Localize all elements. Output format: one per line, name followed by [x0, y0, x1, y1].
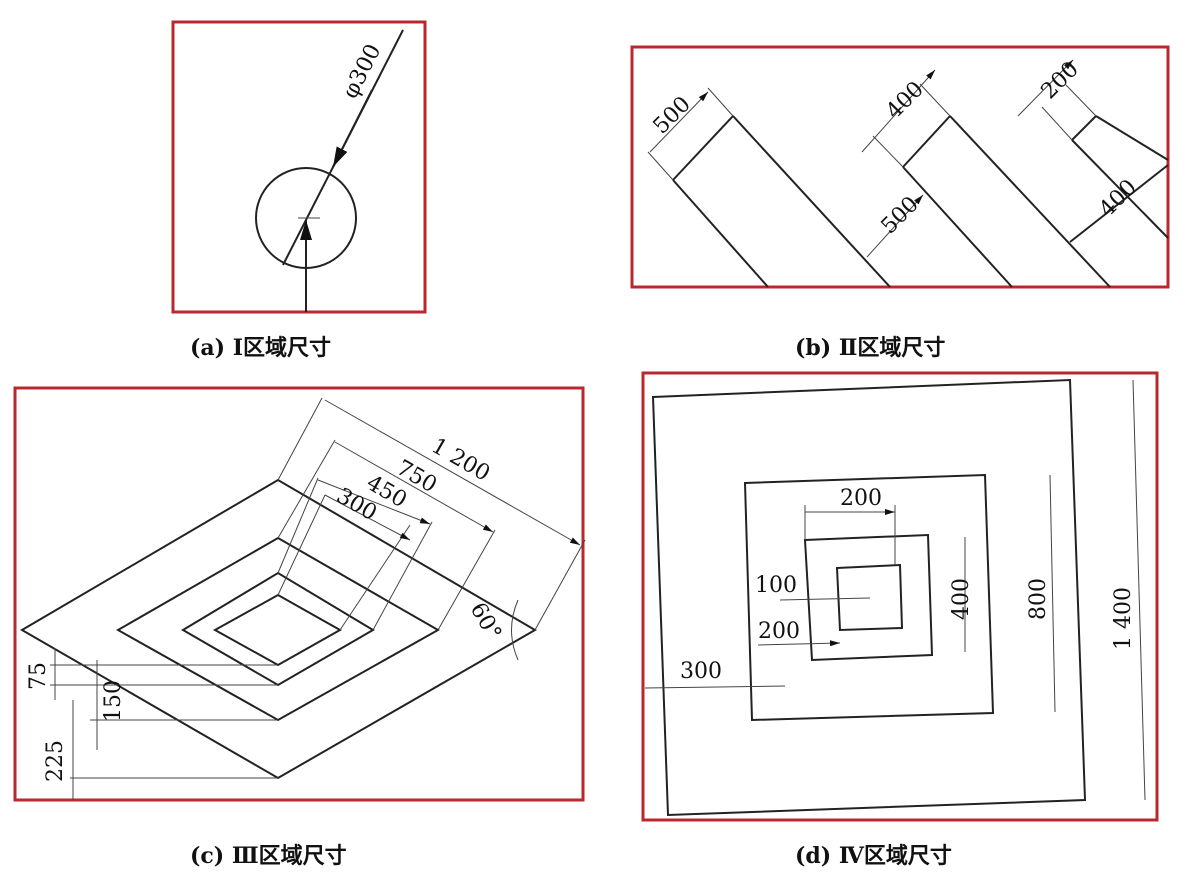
dim-b-400-bottom: 400 — [1095, 175, 1142, 222]
dim-d-200-top: 200 — [840, 486, 882, 511]
rhombus-300 — [212, 593, 343, 667]
panel-c: 1 200 750 450 300 60° 75 150 225 — [13, 386, 586, 802]
square-200 — [835, 563, 904, 632]
caption-a: (a) Ⅰ区域尺寸 — [190, 335, 332, 361]
dim-d-200-left: 200 — [758, 619, 800, 644]
panel-d: 200 100 200 300 400 800 1 400 — [641, 371, 1159, 822]
panel-c-frame — [13, 386, 585, 802]
dim-c-75: 75 — [26, 662, 51, 690]
dim-b-400-top: 400 — [882, 77, 929, 124]
angle-arc — [511, 599, 519, 661]
caption-b: (b) Ⅱ区域尺寸 — [795, 335, 946, 361]
rhombus-450 — [181, 571, 375, 687]
dim-d-100: 100 — [755, 573, 797, 598]
dim-c-angle: 60° — [465, 599, 506, 645]
panel-a-frame — [171, 20, 427, 314]
square-400 — [803, 533, 934, 662]
panel-a: φ300 — [171, 20, 427, 314]
panel-b: 500 400 500 200 400 — [630, 45, 1170, 289]
dim-d-400: 400 — [949, 578, 974, 620]
dim-d-300: 300 — [680, 659, 722, 684]
rhombus-750 — [115, 536, 441, 722]
dim-b-500-left: 500 — [649, 92, 696, 139]
dim-d-800: 800 — [1026, 578, 1051, 620]
dim-d-1400: 1 400 — [1111, 587, 1136, 650]
caption-c: (c) Ⅲ区域尺寸 — [190, 843, 347, 869]
caption-d: (d) Ⅳ区域尺寸 — [795, 843, 952, 869]
dim-c-150: 150 — [101, 680, 126, 722]
dim-diameter: φ300 — [338, 40, 386, 102]
panel-d-frame — [641, 371, 1159, 822]
leader-arrow — [332, 89, 373, 168]
square-800 — [743, 473, 995, 722]
square-1400 — [651, 378, 1087, 817]
rhombus-1200 — [20, 478, 537, 780]
dim-c-225: 225 — [43, 740, 68, 782]
dim-b-500-bottom: 500 — [877, 192, 924, 239]
panel-b-frame — [630, 45, 1170, 289]
dim-b-200: 200 — [1037, 57, 1084, 104]
